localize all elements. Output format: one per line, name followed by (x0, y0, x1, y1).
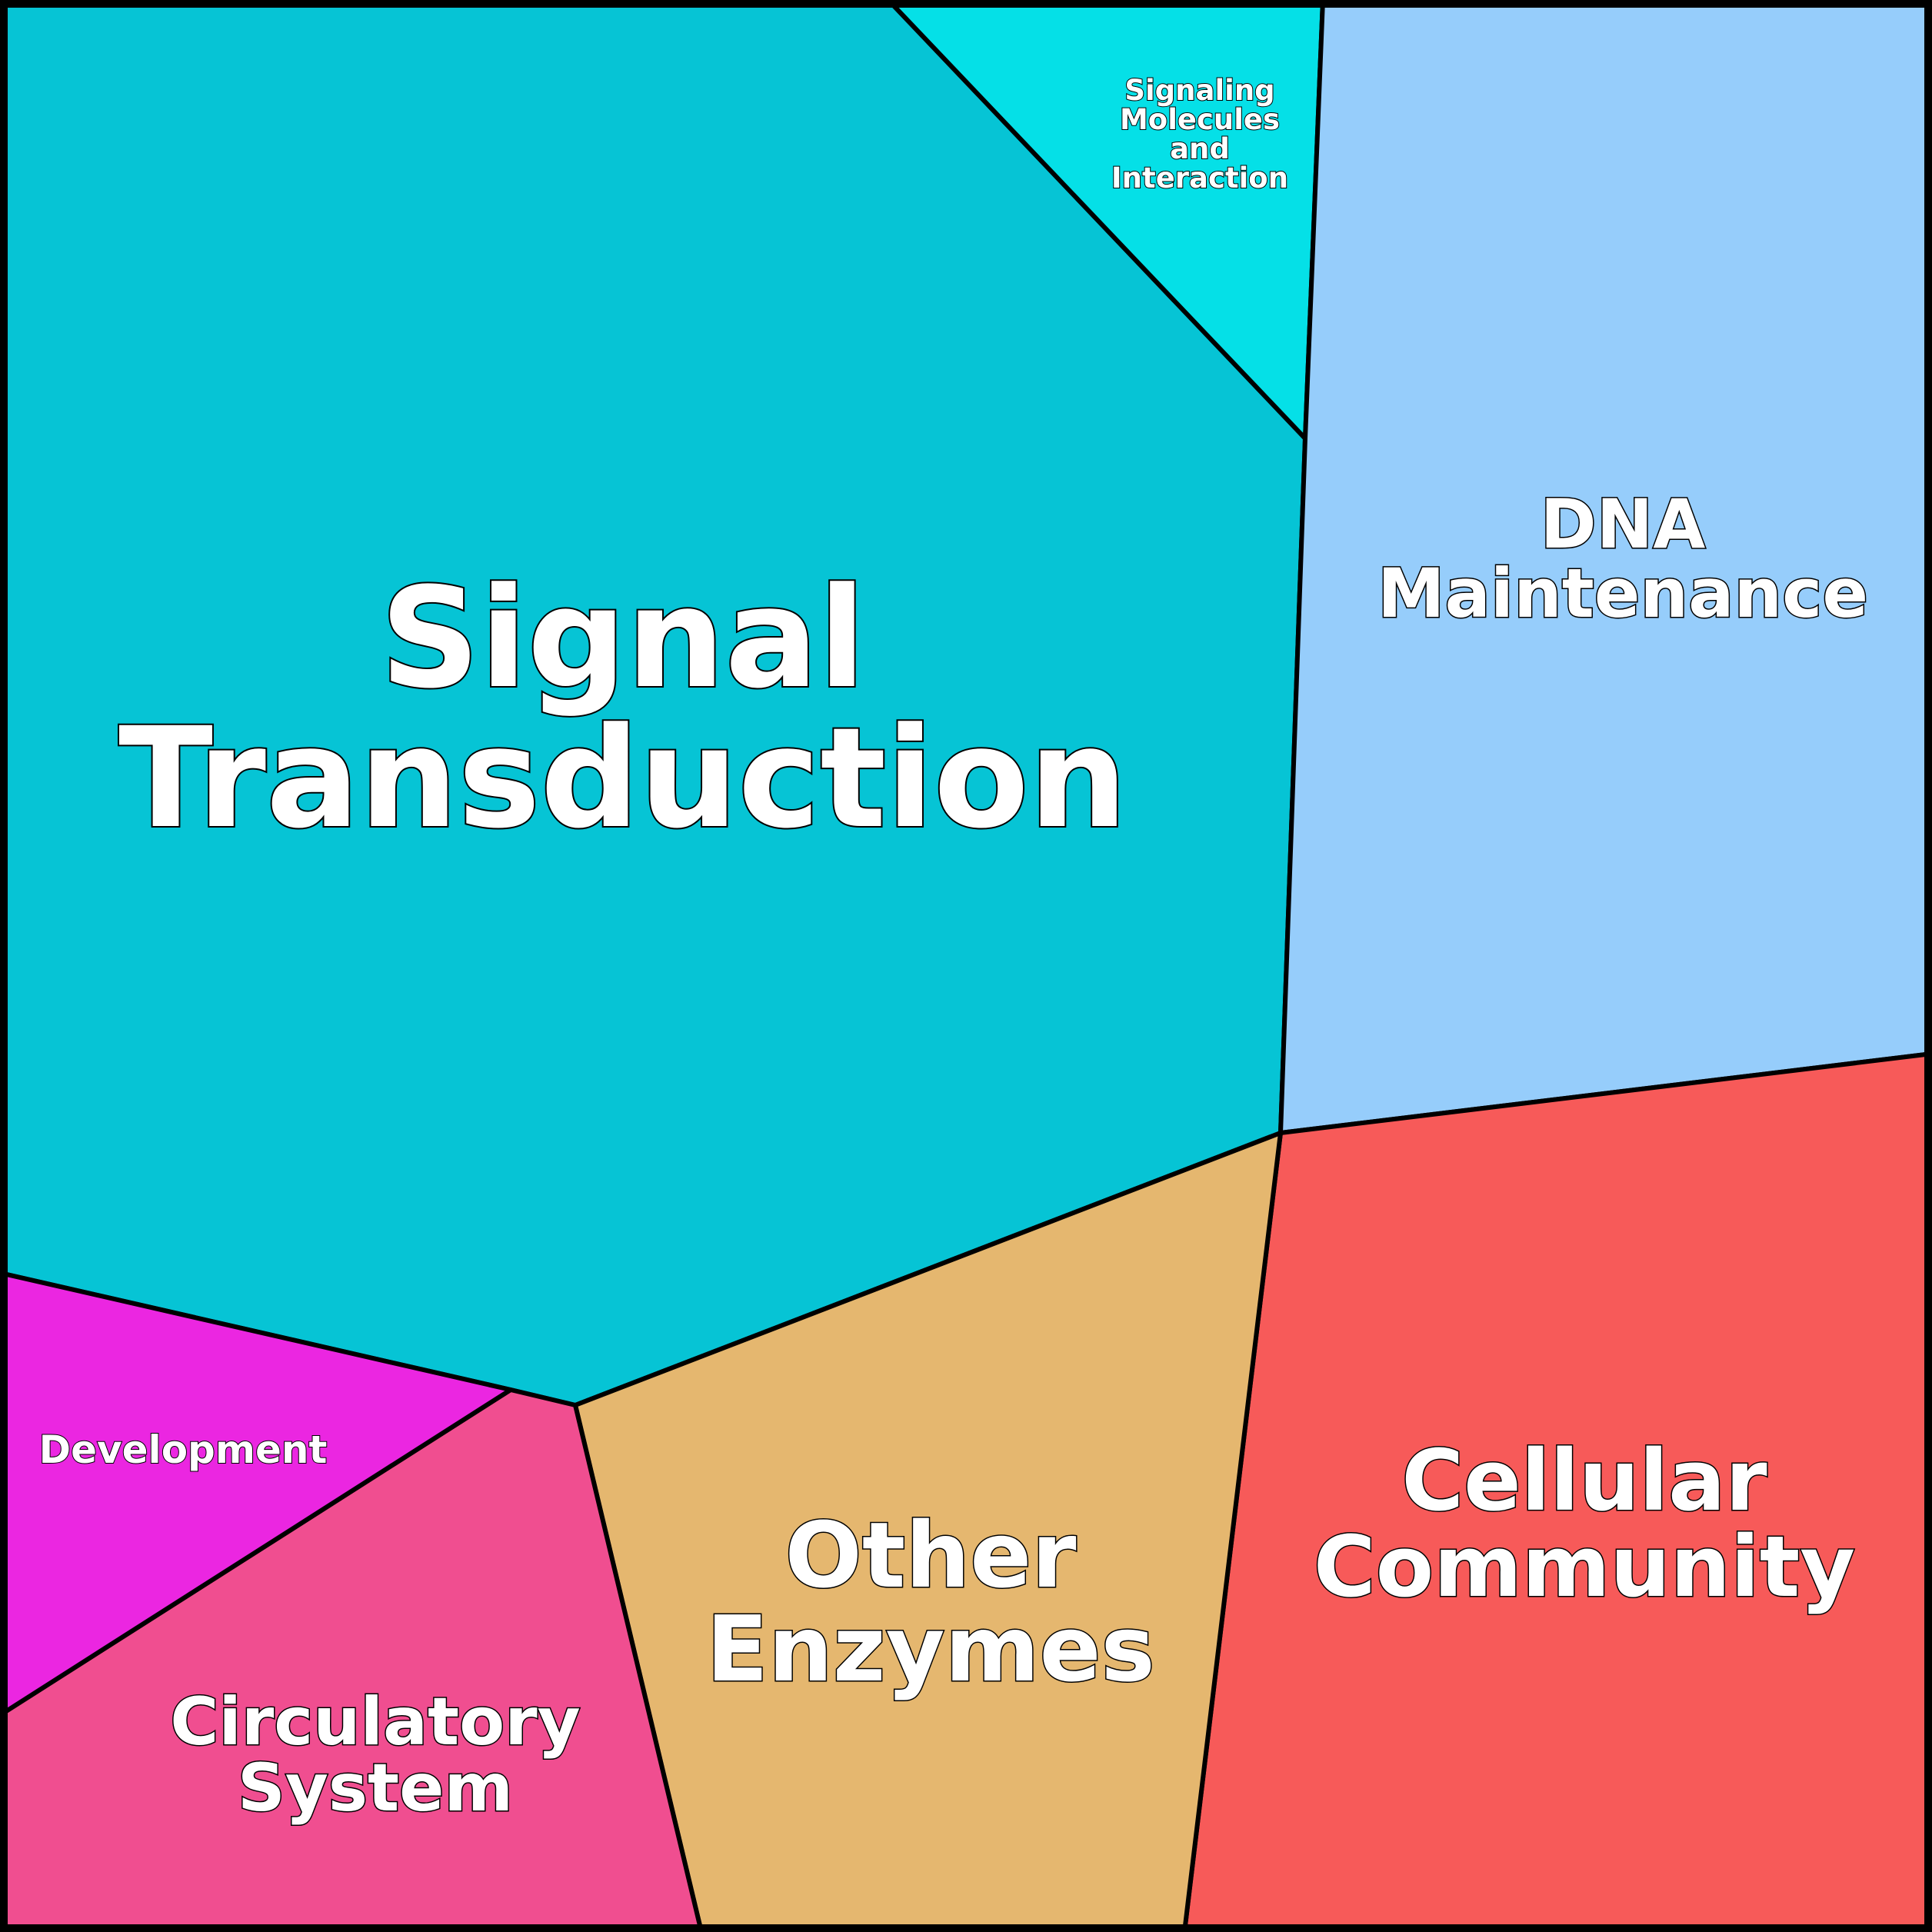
label-line: Molecules (1120, 103, 1280, 136)
label-development: Development (39, 1427, 328, 1472)
label-line: Cellular (1401, 1431, 1767, 1530)
label-line: System (238, 1750, 513, 1827)
label-line: DNA (1541, 485, 1706, 564)
label-line: Enzymes (706, 1596, 1154, 1702)
cell-development (0, 1271, 513, 1717)
label-line: Interaction (1111, 162, 1288, 195)
label-line: Transduction (118, 698, 1128, 859)
label-line: Signal (380, 558, 866, 719)
label-line: Maintenance (1377, 554, 1868, 633)
label-line: Circulatory (170, 1684, 580, 1760)
label-line: Signaling (1124, 74, 1274, 107)
label-line: Other (785, 1502, 1077, 1608)
label-line: Development (39, 1427, 328, 1472)
label-line: Community (1314, 1517, 1855, 1616)
label-line: and (1170, 132, 1230, 165)
